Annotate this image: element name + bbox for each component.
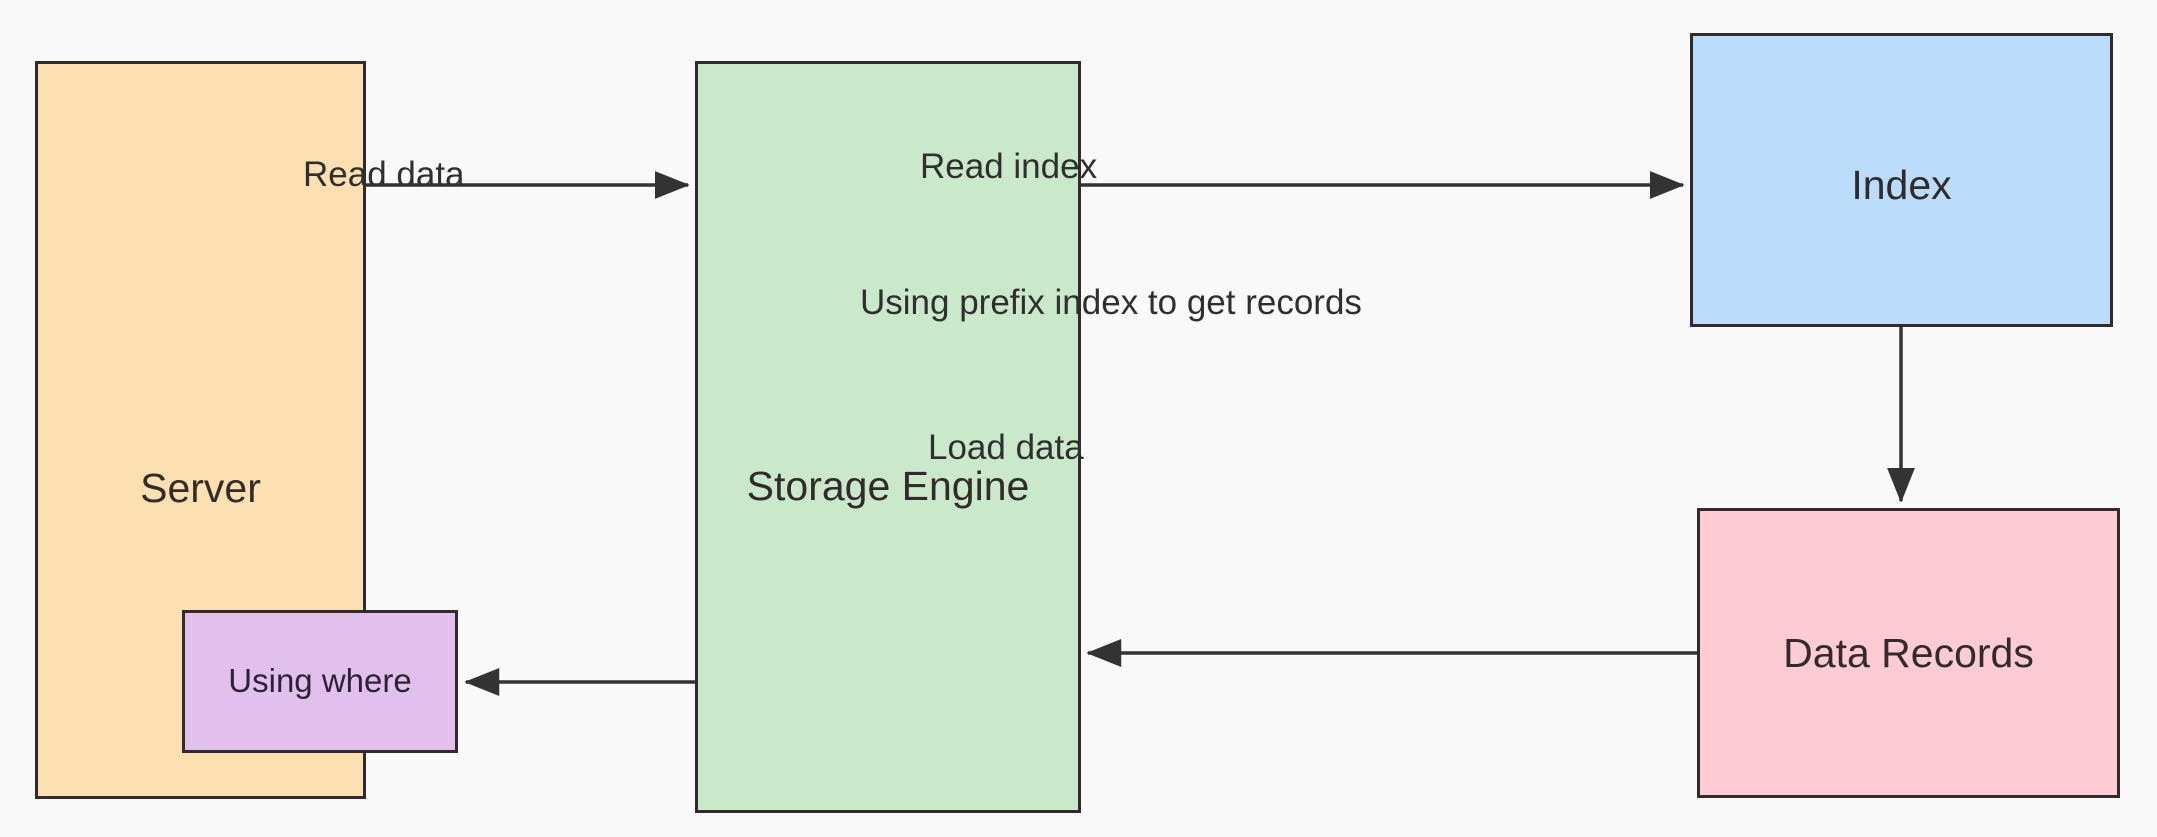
edge-label-read-index: Read index (920, 147, 1098, 186)
node-data-records-label: Data Records (1783, 630, 2034, 677)
node-index[interactable]: Index (1690, 33, 2113, 327)
node-storage-engine-label: Storage Engine (746, 463, 1030, 510)
node-server-label: Server (140, 465, 261, 512)
edge-label-using-prefix-index-to-get-records: Using prefix index to get records (860, 283, 1362, 322)
node-index-label: Index (1851, 162, 1952, 209)
node-using-where-label: Using where (228, 662, 412, 700)
node-using-where[interactable]: Using where (182, 610, 458, 753)
node-storage-engine[interactable]: Storage Engine (695, 61, 1081, 813)
edge-label-load-data: Load data (928, 428, 1084, 467)
edge-label-read-data: Read data (303, 155, 465, 194)
node-data-records[interactable]: Data Records (1697, 508, 2120, 798)
